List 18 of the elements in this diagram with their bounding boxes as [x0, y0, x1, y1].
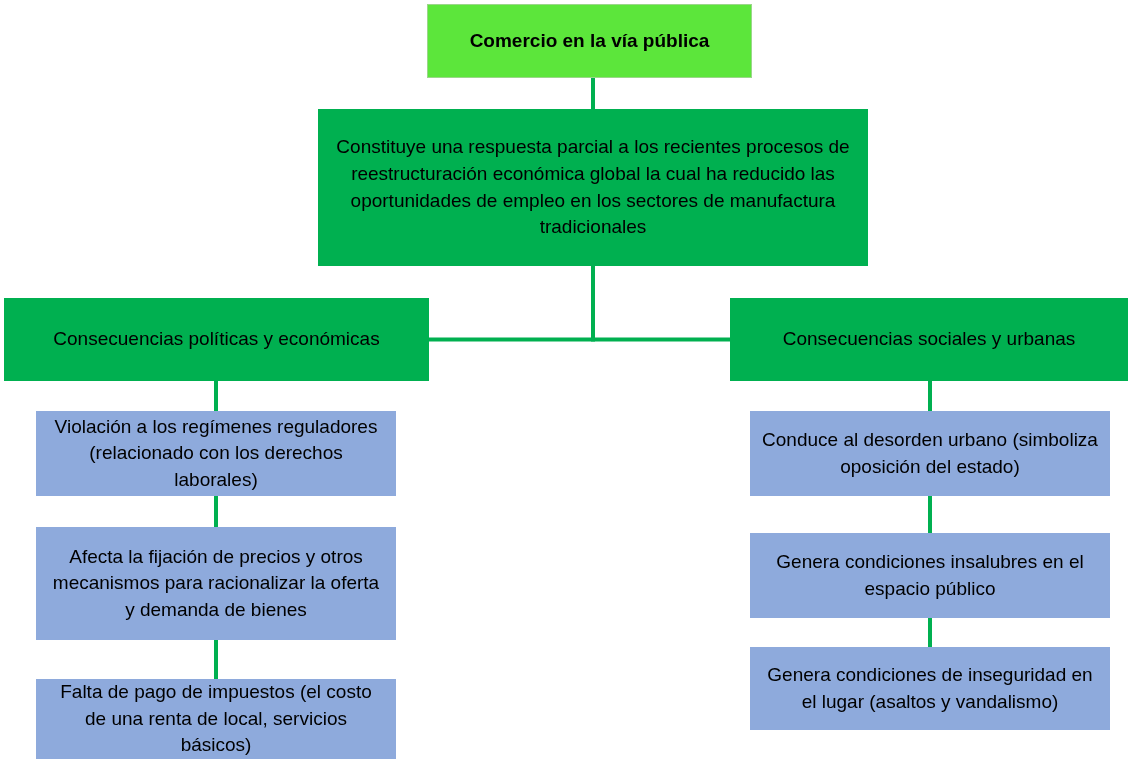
heading-box: Consecuencias políticas y económicas	[4, 298, 429, 381]
connector-line	[214, 381, 218, 411]
heading-box: Constituye una respuesta parcial a los recientes procesos de reestructuración económica global la cual ha reducido las oportunidades de empleo en los sectores de manufactura tradicionales	[318, 109, 868, 266]
title-box: Comercio en la vía pública	[427, 4, 752, 78]
item-box: Falta de pago de impuestos (el costo de una renta de local, servicios básicos)	[36, 679, 396, 759]
connector-line	[591, 266, 730, 342]
connector-line	[928, 381, 932, 411]
item-box: Violación a los regímenes reguladores (relacionado con los derechos laborales)	[36, 411, 396, 496]
connector-line	[928, 496, 932, 533]
connector-line	[591, 78, 595, 109]
connector-line	[214, 640, 218, 679]
item-box: Genera condiciones insalubres en el espacio público	[750, 533, 1110, 618]
connector-line	[214, 496, 218, 527]
item-box: Afecta la fijación de precios y otros mecanismos para racionalizar la oferta y demanda de bienes	[36, 527, 396, 640]
item-box: Genera condiciones de inseguridad en el lugar (asaltos y vandalismo)	[750, 647, 1110, 730]
heading-box: Consecuencias sociales y urbanas	[730, 298, 1128, 381]
connector-line	[928, 618, 932, 647]
item-box: Conduce al desorden urbano (simboliza oposición del estado)	[750, 411, 1110, 496]
